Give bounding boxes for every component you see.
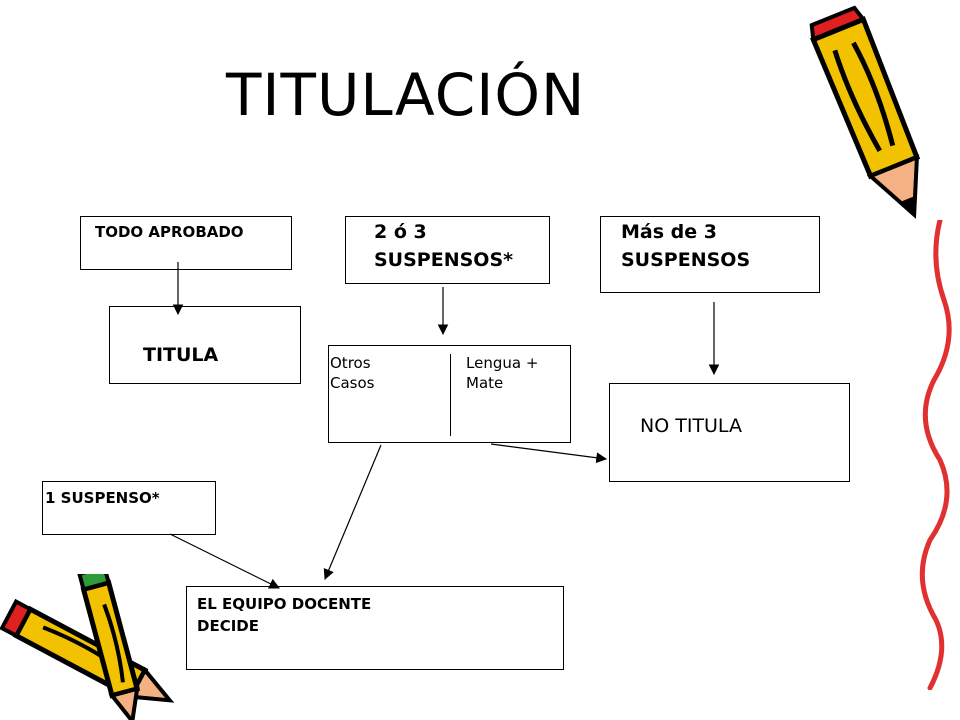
- un-suspenso-box: 1 SUSPENSO*: [42, 481, 216, 535]
- arrow-unsuspenso-to-equipo: [169, 533, 280, 589]
- no-titula-label: NO TITULA: [640, 415, 742, 437]
- otros-line1: Otros: [330, 354, 371, 372]
- dos-tres-suspensos-box: 2 ó 3 SUSPENSOS*: [345, 216, 550, 284]
- dos-tres-line1: 2 ó 3: [374, 221, 427, 243]
- pencils-icon: [0, 574, 175, 720]
- equipo-docente-box: EL EQUIPO DOCENTE DECIDE: [186, 586, 564, 670]
- otros-line2: Casos: [330, 374, 375, 392]
- lengua-line2: Mate: [466, 374, 504, 392]
- squiggle-line: [919, 220, 952, 690]
- todo-aprobado-label: TODO APROBADO: [95, 223, 244, 241]
- pencil-icon: [809, 5, 921, 219]
- mas-de-tres-box: Más de 3 SUSPENSOS: [600, 216, 820, 293]
- equipo-line1: EL EQUIPO DOCENTE: [197, 595, 372, 613]
- lengua-line1: Lengua +: [466, 354, 539, 372]
- titula-box: TITULA: [109, 306, 301, 384]
- dos-tres-line2: SUSPENSOS*: [374, 249, 514, 271]
- mas-de-tres-line2: SUSPENSOS: [621, 249, 751, 271]
- page-title: TITULACIÓN: [226, 61, 586, 129]
- mas-de-tres-line1: Más de 3: [621, 221, 717, 243]
- equipo-line2: DECIDE: [197, 617, 259, 635]
- todo-aprobado-box: TODO APROBADO: [80, 216, 292, 270]
- no-titula-box: NO TITULA: [609, 383, 850, 482]
- titula-label: TITULA: [143, 344, 219, 366]
- split-cases-box: Otros Casos Lengua + Mate: [328, 345, 571, 443]
- arrow-lengua-to-notitula: [490, 443, 608, 464]
- arrow-otros-to-equipo: [323, 444, 382, 580]
- split-divider: [450, 354, 451, 436]
- un-suspenso-label: 1 SUSPENSO*: [45, 489, 160, 507]
